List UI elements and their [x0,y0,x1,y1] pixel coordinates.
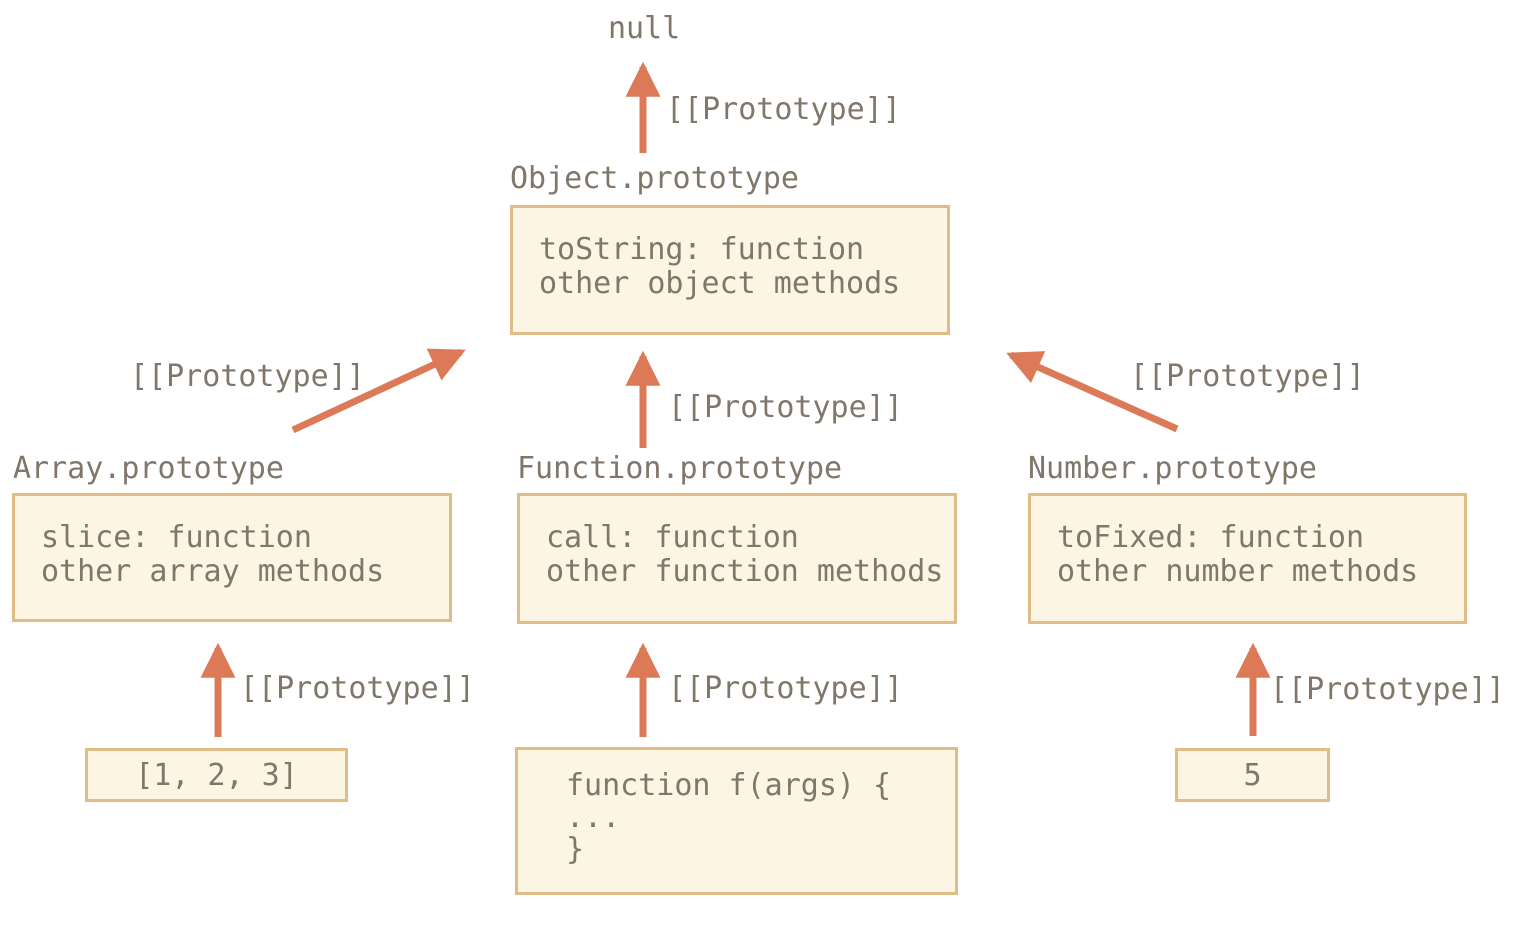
function-instance-line-body: ... [566,800,621,835]
object-prototype-member-other: other object methods [539,266,901,301]
number-prototype-member-other: other number methods [1057,554,1419,589]
prototype-edge-label-array-instance: [[Prototype]] [240,671,475,706]
number-prototype-member-tofixed: toFixed: function [1057,520,1365,555]
function-prototype-member-other: other function methods [546,554,944,589]
array-instance-box: [1, 2, 3] [85,748,348,802]
array-prototype-title: Array.prototype [13,451,284,486]
number-instance-box: 5 [1175,748,1330,802]
array-prototype-box: slice: function other array methods [12,493,452,622]
number-instance-value: 5 [1243,757,1262,793]
function-prototype-box: call: function other function methods [517,493,957,624]
array-prototype-member-slice: slice: function [41,520,312,555]
object-prototype-member-tostring: toString: function [539,232,865,267]
array-prototype-member-other: other array methods [41,554,385,589]
object-prototype-title: Object.prototype [510,161,799,196]
function-instance-line-signature: function f(args) { [566,768,892,803]
prototype-edge-label-array-object: [[Prototype]] [130,359,365,394]
function-instance-box: function f(args) { ... } [515,747,958,895]
prototype-edge-label-function-instance: [[Prototype]] [668,671,903,706]
prototype-edge-label-number-instance: [[Prototype]] [1270,672,1505,707]
object-prototype-box: toString: function other object methods [510,205,950,335]
arrow-number-to-object [1006,351,1179,433]
prototype-edge-label-function-object: [[Prototype]] [668,390,903,425]
number-prototype-title: Number.prototype [1028,451,1317,486]
function-prototype-member-call: call: function [546,520,799,555]
arrow-array-to-object [291,348,466,434]
null-label: null [608,11,681,46]
function-prototype-title: Function.prototype [517,451,843,486]
number-prototype-box: toFixed: function other number methods [1028,493,1467,624]
array-instance-value: [1, 2, 3] [135,757,298,793]
prototype-edge-label-object-null: [[Prototype]] [666,92,901,127]
prototype-edge-label-number-object: [[Prototype]] [1130,359,1365,394]
function-instance-line-close: } [566,832,585,867]
